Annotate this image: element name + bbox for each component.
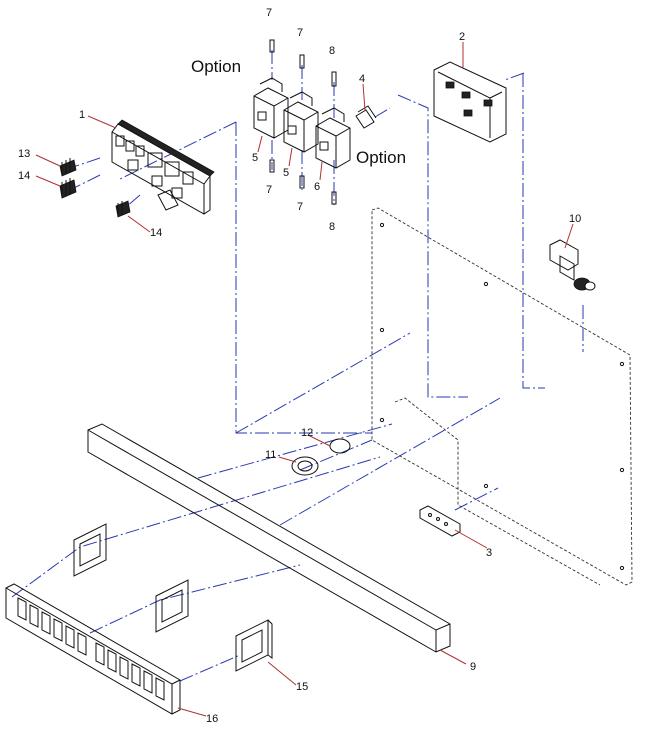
callout-7b: 7 (297, 27, 303, 39)
part-10-key-switch (549, 239, 596, 291)
callout-8a: 8 (329, 45, 335, 57)
option-label-right: Option (356, 148, 406, 167)
callout-7d: 7 (297, 201, 303, 213)
callout-2: 2 (459, 31, 465, 43)
callout-14b: 14 (150, 227, 162, 239)
callout-5a: 5 (252, 152, 258, 164)
part-4-bracket (355, 105, 377, 129)
mounting-panel (371, 207, 633, 586)
part-6-module (315, 107, 351, 169)
callout-7c: 7 (266, 184, 272, 196)
part-3-earth-bar (419, 505, 461, 537)
callout-16: 16 (206, 713, 218, 725)
callout-12: 12 (301, 427, 313, 439)
callout-15: 15 (296, 681, 308, 693)
callout-6: 6 (314, 181, 320, 193)
part-2-display (433, 61, 507, 143)
callout-leaders (35, 42, 574, 717)
part-5-module-b (283, 91, 319, 153)
callout-7a: 7 (266, 7, 272, 19)
option-label-top: Option (191, 57, 241, 76)
part-11-nut (291, 456, 319, 476)
part-13-terminal-block (59, 158, 77, 177)
part-9-bar (87, 423, 451, 653)
callout-8b: 8 (329, 221, 335, 233)
part-7-8-screws (269, 39, 337, 205)
callout-14a: 14 (18, 170, 30, 182)
part-5-module-a (253, 77, 289, 139)
bracket-middle (155, 579, 189, 633)
part-15-bracket (235, 619, 273, 672)
callout-13: 13 (18, 148, 30, 160)
part-14-terminal-block-b (115, 200, 131, 218)
bracket-left (73, 523, 107, 577)
callout-4: 4 (359, 73, 365, 85)
part-16-rail-plate (5, 583, 181, 715)
part-14-terminal-block-a (59, 178, 77, 199)
callout-1: 1 (79, 109, 85, 121)
assembly-guide-lines (11, 50, 584, 682)
part-1-relay-board (111, 119, 215, 215)
callout-3: 3 (486, 547, 492, 559)
callout-11: 11 (265, 449, 276, 461)
callout-10: 10 (569, 213, 581, 225)
part-12-ring (329, 438, 351, 454)
callout-5b: 5 (283, 167, 289, 179)
callout-9: 9 (470, 661, 476, 673)
